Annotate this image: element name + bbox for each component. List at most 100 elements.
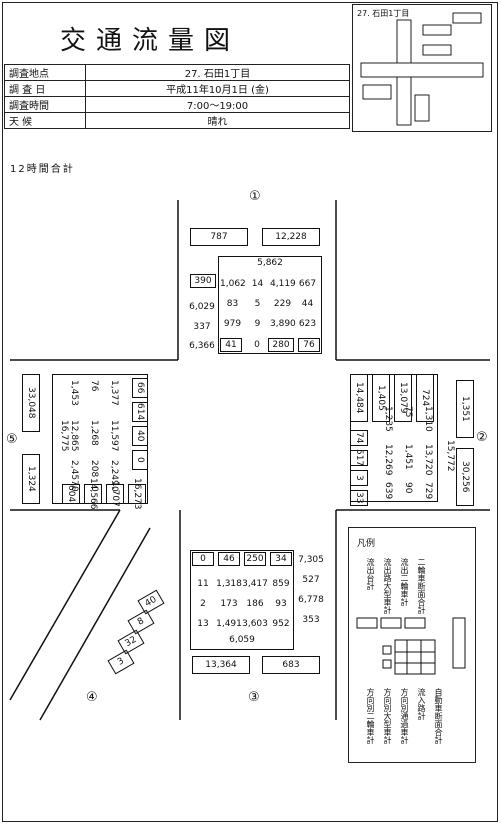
- north-left: 337: [193, 322, 211, 332]
- page-title: 交通流量図: [60, 26, 241, 56]
- legend-label: 自動車断面合計: [434, 688, 443, 744]
- north-cell: 4,119: [270, 279, 296, 289]
- east-top: 1,405: [372, 374, 390, 422]
- approach-label-west: ⑤: [6, 432, 18, 447]
- south-right: 353: [302, 615, 320, 625]
- west-zero: 0: [109, 486, 119, 492]
- south-top: 46: [218, 552, 240, 566]
- east-box: 30,256: [456, 448, 474, 506]
- north-bottom-box: 41: [220, 338, 242, 352]
- east-top: 724: [416, 374, 434, 422]
- east-cell: 729: [423, 482, 433, 500]
- west-box: 33,048: [22, 374, 40, 432]
- west-right: 40: [132, 426, 148, 446]
- south-cell: 3,417: [242, 579, 268, 589]
- legend-label: 方向別大型車計: [383, 688, 392, 744]
- info-key: 天 候: [4, 112, 86, 129]
- east-left: 74: [350, 430, 368, 446]
- west-cell: 2,249: [109, 460, 119, 486]
- west-bottom: 604: [62, 484, 80, 504]
- south-grid: [190, 550, 294, 650]
- south-cell: 859: [272, 579, 290, 589]
- approach-label-south: ③: [248, 690, 260, 705]
- west-right: 66: [132, 378, 148, 398]
- legend-label: 流出二輪車計: [400, 558, 409, 606]
- info-value: 7:00〜19:00: [85, 96, 350, 113]
- west-zero: 0: [69, 486, 79, 492]
- west-bottom: 1,707: [106, 481, 124, 507]
- west-cell: 2,457: [69, 460, 79, 486]
- north-cell: 3,890: [270, 319, 296, 329]
- north-cell: 229: [273, 299, 292, 309]
- info-value: 晴れ: [85, 112, 350, 129]
- approach-label-east: ②: [476, 430, 488, 445]
- info-key: 調査時間: [4, 96, 86, 113]
- west-zero: 0: [89, 486, 99, 492]
- south-top: 0: [192, 552, 214, 566]
- north-total: 5,862: [257, 258, 283, 268]
- info-value: 平成11年10月1日 (金): [85, 80, 350, 97]
- south-cell: 11: [197, 579, 209, 589]
- info-key: 調 査 日: [4, 80, 86, 97]
- south-cell: 173: [220, 599, 238, 609]
- legend-label: 流出路大型車計: [383, 558, 392, 614]
- legend-label: 流入路計: [417, 688, 426, 720]
- legend-label: 二輪車断面合計: [417, 558, 426, 614]
- road-lines: [9, 200, 490, 721]
- east-total: 15,772: [445, 440, 455, 472]
- north-bottom-box: 280: [268, 338, 294, 352]
- north-cell: 979: [223, 319, 242, 329]
- north-cell: 44: [301, 299, 314, 309]
- north-bottom: 0: [254, 340, 260, 350]
- location-map: 27. 石田1丁目: [352, 4, 492, 132]
- south-cell: 13: [197, 619, 209, 629]
- east-left: 33: [350, 490, 368, 506]
- info-value: 27. 石田1丁目: [85, 64, 350, 81]
- map-sketch: [360, 12, 484, 126]
- north-cell: 14: [251, 279, 264, 289]
- north-grid: [218, 256, 322, 354]
- south-right: 527: [302, 575, 320, 585]
- west-cell: 11,597: [109, 420, 119, 452]
- east-cell: 1,310: [423, 406, 433, 432]
- west-bottom: 14,566: [84, 478, 102, 510]
- west-cell: 1,377: [109, 380, 119, 406]
- legend-diagram: [356, 617, 466, 675]
- north-left: 6,029: [189, 302, 215, 312]
- legend: 凡例 流出台計流出路大型車計流出二輪車計二輪車断面合計 方向別二輪車計方向別大型…: [348, 527, 476, 763]
- info-row: 調 査 日平成11年10月1日 (金): [4, 80, 350, 97]
- north-cell: 667: [298, 279, 317, 289]
- east-cell: 639: [383, 482, 393, 500]
- approach-label-southwest: ④: [86, 690, 98, 705]
- south-cell: 93: [275, 599, 287, 609]
- legend-label: 方向別通過車計: [400, 688, 409, 744]
- north-bottom-box: 76: [298, 338, 320, 352]
- east-cell: 90: [403, 482, 413, 494]
- north-box: 12,228: [262, 228, 320, 246]
- info-key: 調査地点: [4, 64, 86, 81]
- south-top: 34: [270, 552, 292, 566]
- south-total: 6,059: [229, 635, 255, 645]
- north-cell: 9: [254, 319, 261, 329]
- north-cell: 5: [254, 299, 261, 309]
- west-total: 16,775: [59, 420, 69, 452]
- south-bottom-box: 13,364: [192, 656, 250, 674]
- map-title: 27. 石田1丁目: [357, 9, 410, 18]
- legend-title: 凡例: [357, 539, 376, 549]
- south-cell: 2: [200, 599, 206, 609]
- south-right: 6,778: [298, 595, 324, 605]
- south-cell: 3,603: [242, 619, 268, 629]
- approach-label-north: ①: [249, 189, 261, 204]
- legend-label: 流出台計: [366, 558, 375, 590]
- info-row: 天 候晴れ: [4, 112, 350, 129]
- east-cell: 12,269: [383, 444, 393, 476]
- east-top: 14,484: [350, 374, 368, 422]
- south-top: 250: [244, 552, 266, 566]
- east-cell: 1,235: [383, 406, 393, 432]
- east-left: 3: [350, 470, 368, 486]
- south-cell: 186: [246, 599, 264, 609]
- south-bottom-box: 683: [262, 656, 320, 674]
- west-cell: 1,268: [89, 420, 99, 446]
- west-cell: 208: [89, 460, 99, 478]
- south-cell: 1,318: [216, 579, 242, 589]
